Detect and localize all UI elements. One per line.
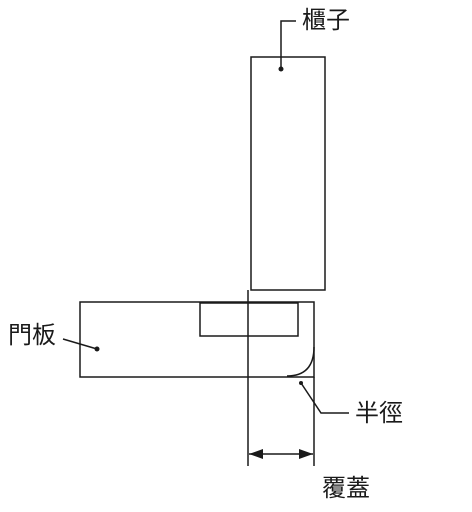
door-panel	[79, 301, 315, 378]
overlay-arrow-left	[249, 449, 263, 459]
cabinet-panel	[250, 56, 326, 291]
radius-label: 半徑	[355, 399, 403, 427]
door-leader-dot	[94, 346, 100, 352]
overlay-arrow-right	[299, 449, 313, 459]
door-leader	[62, 338, 98, 350]
overlay-label: 覆蓋	[322, 474, 370, 502]
radius-edge	[286, 346, 315, 377]
radius-leader-dot	[299, 381, 303, 385]
cabinet-leader	[280, 20, 296, 69]
cabinet-leader-dot	[278, 66, 284, 72]
radius-leader	[300, 382, 349, 414]
cabinet-label: 櫃子	[302, 6, 350, 34]
hinge-recess	[199, 302, 299, 337]
door-label: 門板	[8, 321, 56, 349]
